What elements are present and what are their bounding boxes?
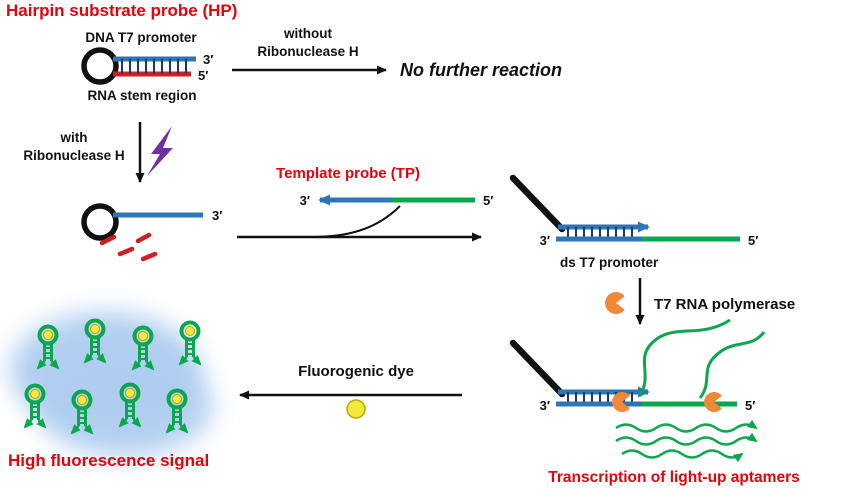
transcription-caption: Transcription of light-up aptamers xyxy=(548,469,799,486)
hairpin-loop xyxy=(81,47,119,85)
with-label-line1: with xyxy=(60,130,88,145)
fluorogenic-dye-label: Fluorogenic dye xyxy=(298,363,414,380)
fluorescence-cluster: High fluorescence signal xyxy=(8,312,213,470)
rna-fragments xyxy=(99,232,158,262)
without-label-line2: Ribonuclease H xyxy=(257,44,358,59)
stem-basepairs xyxy=(121,59,187,74)
without-label-line1: without xyxy=(283,26,332,41)
cleaved-three-prime: 3′ xyxy=(212,208,222,223)
dye-dot-icon xyxy=(346,399,366,419)
with-label-line2: Ribonuclease H xyxy=(23,148,124,163)
ds-promoter-complex: 3′ 5′ ds T7 promoter xyxy=(509,174,758,270)
ds-promoter-label: ds T7 promoter xyxy=(560,255,659,270)
polymerase-pacman-icon xyxy=(704,391,722,412)
no-reaction-branch: without Ribonuclease H No further reacti… xyxy=(232,26,562,80)
polymerase-label: T7 RNA polymerase xyxy=(654,296,795,313)
cleaved-hairpin: 3′ xyxy=(81,203,222,262)
no-further-reaction-text: No further reaction xyxy=(400,60,562,80)
cleavage-branch: with Ribonuclease H xyxy=(23,122,173,183)
nascent-rna-2 xyxy=(698,331,766,399)
transcription-three-prime: 3′ xyxy=(540,398,550,413)
hp-tail-strand xyxy=(509,174,566,233)
tp-merge-curve xyxy=(311,205,401,238)
cleaved-loop xyxy=(81,203,119,241)
tp-three-prime: 3′ xyxy=(300,193,310,208)
duplex-three-prime: 3′ xyxy=(540,233,550,248)
dna-promoter-label: DNA T7 promoter xyxy=(85,30,197,45)
lightning-icon xyxy=(147,126,173,176)
signal-caption: High fluorescence signal xyxy=(8,451,209,470)
polymerase-pacman-icon xyxy=(612,391,630,412)
hp-five-prime: 5′ xyxy=(198,68,208,83)
template-probe: Template probe (TP) 3′ 5′ xyxy=(237,165,493,242)
polymerase-step: T7 RNA polymerase xyxy=(605,278,795,325)
dye-step: Fluorogenic dye xyxy=(239,363,462,419)
template-probe-title: Template probe (TP) xyxy=(276,165,420,182)
rna-stem-label: RNA stem region xyxy=(87,88,196,103)
hp-three-prime: 3′ xyxy=(203,52,213,67)
polymerase-pacman-icon xyxy=(605,292,625,315)
tp-five-prime: 5′ xyxy=(483,193,493,208)
nascent-rna-1 xyxy=(638,318,731,397)
hp-tail-strand-2 xyxy=(509,339,566,398)
aptamer-transcripts xyxy=(615,419,758,463)
transcription-five-prime: 5′ xyxy=(745,398,755,413)
transcription-complex: 3′ 5′ Transcription of light-up aptamers xyxy=(509,318,800,486)
figure-title: Hairpin substrate probe (HP) xyxy=(6,1,237,20)
duplex-five-prime: 5′ xyxy=(748,233,758,248)
hairpin-probe: DNA T7 promoter 3′ 5′ RNA stem region xyxy=(81,30,213,103)
